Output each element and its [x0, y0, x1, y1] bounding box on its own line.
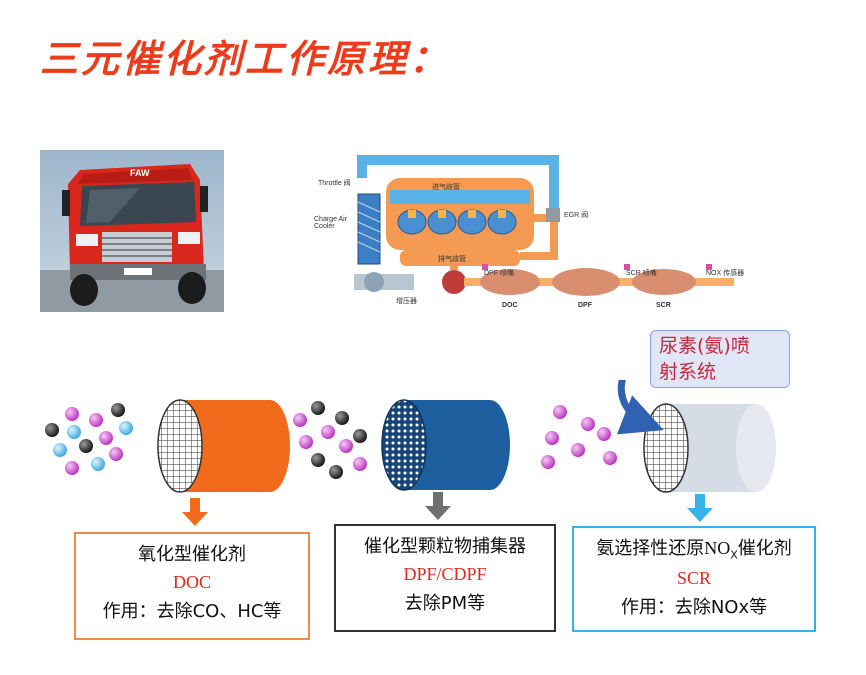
doc-description-box: 氧化型催化剂 DOC 作用：去除CO、HC等	[74, 532, 310, 640]
doc-code: DOC	[172, 572, 211, 592]
truck-image: FAW	[40, 150, 224, 312]
dpf-name: 催化型颗粒物捕集器	[364, 536, 526, 557]
urea-injection-box: 尿素(氨)喷 射系统	[650, 330, 790, 388]
label-egr: EGR 阀	[564, 212, 589, 219]
exhaust-particles-after-doc	[293, 401, 367, 479]
label-nox-sensor: NOX 传感器	[706, 270, 745, 277]
doc-name: 氧化型催化剂	[138, 544, 246, 565]
label-throttle: Throttle 阀	[318, 180, 351, 187]
page-title: 三元催化剂工作原理：	[40, 37, 451, 81]
label-scr: SCR	[656, 302, 671, 309]
scr-code: SCR	[676, 567, 712, 588]
dpf-code: DPF/CDPF	[403, 564, 487, 584]
exhaust-particles-after-dpf	[541, 405, 617, 469]
urea-line-1: 尿素(氨)喷	[659, 335, 750, 357]
scr-description-box: 氨选择性还原NOX催化剂 SCR 作用：去除NOx等	[572, 526, 816, 632]
scr-name: 氨选择性还原NOX催化剂	[596, 538, 792, 562]
label-dpf: DPF	[578, 302, 592, 309]
scr-down-arrow	[687, 494, 713, 522]
urea-injection-arrow	[616, 380, 664, 435]
doc-effect: 作用：去除CO、HC等	[102, 601, 282, 622]
urea-line-2: 射系统	[659, 361, 717, 383]
dpf-effect: 去除PM等	[404, 593, 486, 614]
label-scr-nozzle: SCR 喷嘴	[626, 270, 657, 277]
dpf-down-arrow	[425, 492, 451, 520]
label-doc: DOC	[502, 302, 518, 309]
doc-cylinder	[157, 399, 290, 493]
scr-effect: 作用：去除NOx等	[620, 596, 768, 618]
label-exhaust-manifold: 排气歧管	[438, 256, 466, 263]
label-intake-manifold: 进气歧管	[432, 184, 460, 191]
dpf-description-box: 催化型颗粒物捕集器 DPF/CDPF 去除PM等	[334, 524, 556, 632]
label-dpf-nozzle: DPF 喷嘴	[484, 270, 514, 277]
catalyst-process-diagram	[45, 380, 776, 526]
exhaust-particles-in	[45, 403, 133, 475]
label-charge-air-cooler: Charge Air Cooler	[314, 216, 348, 230]
truck-logo: FAW	[130, 168, 150, 178]
label-turbo: 增压器	[396, 298, 417, 305]
dpf-cylinder	[381, 399, 510, 491]
doc-down-arrow	[182, 498, 208, 526]
scr-cylinder	[643, 403, 776, 493]
engine-diagram: Throttle 阀 Charge Air Cooler 进气歧管 排气歧管 E…	[314, 150, 744, 322]
